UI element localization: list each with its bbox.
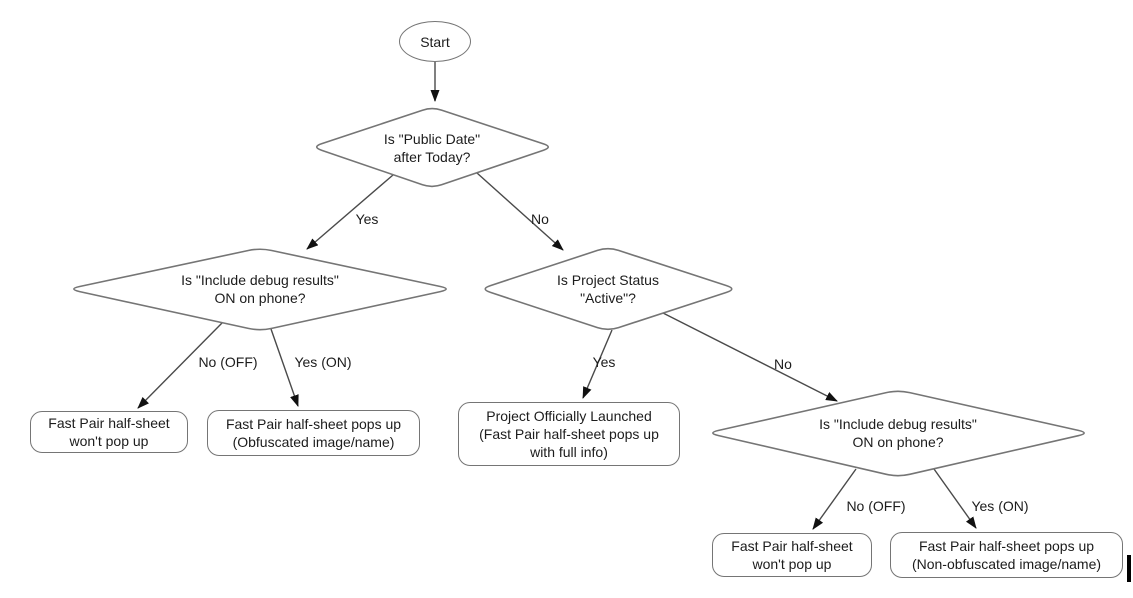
node-launched-label: Project Officially Launched (Fast Pair h…	[479, 408, 659, 460]
edge-debug-left-yes	[270, 328, 299, 407]
node-launched: Project Officially Launched (Fast Pair h…	[458, 402, 680, 466]
edge-project-status-yes	[582, 329, 613, 399]
node-non-obfuscated: Fast Pair half-sheet pops up (Non-obfusc…	[890, 532, 1123, 578]
node-no-popup-left: Fast Pair half-sheet won't pop up	[30, 411, 188, 453]
node-no-popup-right-label: Fast Pair half-sheet won't pop up	[731, 538, 853, 572]
node-public-date: Is "Public Date" after Today?	[332, 121, 532, 175]
edge-project-status-no	[662, 312, 838, 402]
edge-label-public-date-yes: Yes	[355, 211, 379, 227]
node-non-obfuscated-label: Fast Pair half-sheet pops up (Non-obfusc…	[911, 538, 1102, 572]
node-start: Start	[399, 21, 471, 62]
edge-public-date-yes	[306, 174, 394, 250]
node-obfuscated: Fast Pair half-sheet pops up (Obfuscated…	[207, 410, 420, 456]
decision-shape-project-status	[484, 247, 733, 331]
edge-label-public-date-no: No	[531, 211, 549, 227]
decision-shape-debug-right	[712, 390, 1085, 477]
node-project-status-label: Is Project Status "Active"?	[557, 272, 659, 306]
edge-label-project-status-yes: Yes	[592, 354, 616, 370]
edge-label-debug-left-yes: Yes (ON)	[294, 354, 352, 370]
node-project-status: Is Project Status "Active"?	[528, 262, 688, 316]
text-cursor-artifact	[1127, 555, 1131, 582]
node-debug-left-label: Is "Include debug results" ON on phone?	[181, 272, 339, 306]
edge-label-debug-right-yes: Yes (ON)	[971, 498, 1029, 514]
node-start-label: Start	[420, 33, 450, 50]
decision-shape-debug-left	[73, 248, 447, 331]
node-obfuscated-label: Fast Pair half-sheet pops up (Obfuscated…	[225, 416, 402, 450]
edge-debug-right-no	[812, 468, 857, 530]
node-debug-left: Is "Include debug results" ON on phone?	[150, 262, 370, 316]
node-no-popup-left-label: Fast Pair half-sheet won't pop up	[48, 415, 170, 449]
edge-public-date-no	[476, 172, 564, 251]
edge-label-debug-right-no: No (OFF)	[846, 498, 906, 514]
edge-debug-left-no	[137, 322, 223, 409]
edge-label-project-status-no: No	[774, 356, 792, 372]
decision-shape-public-date	[315, 107, 550, 188]
edge-label-debug-left-no: No (OFF)	[198, 354, 258, 370]
node-public-date-label: Is "Public Date" after Today?	[383, 131, 481, 165]
edge-debug-right-yes	[933, 468, 977, 529]
node-debug-right-label: Is "Include debug results" ON on phone?	[819, 416, 977, 450]
node-no-popup-right: Fast Pair half-sheet won't pop up	[712, 533, 872, 577]
node-debug-right: Is "Include debug results" ON on phone?	[788, 406, 1008, 460]
